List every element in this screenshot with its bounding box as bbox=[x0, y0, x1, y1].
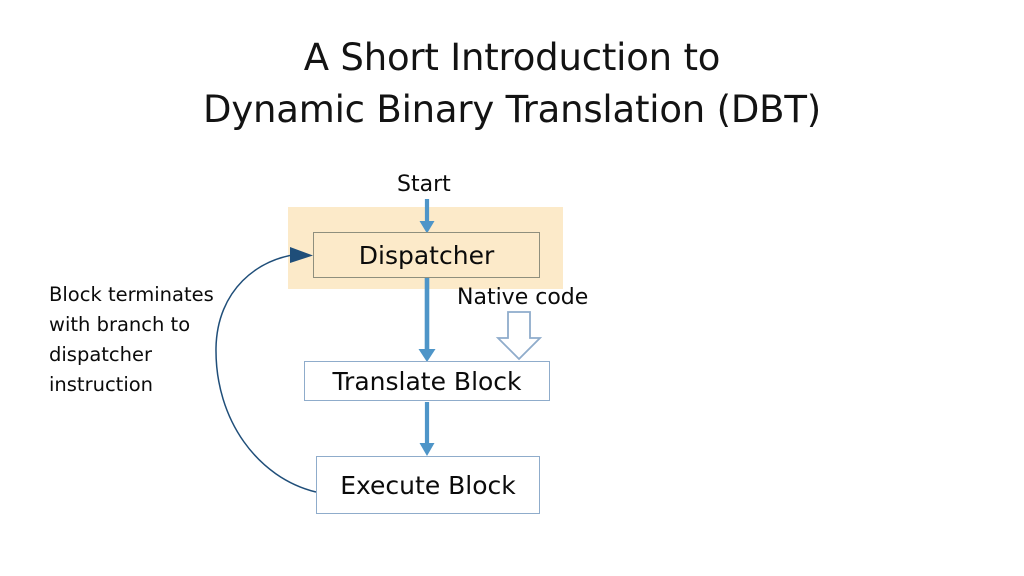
flow-box-translate-block-label: Translate Block bbox=[332, 366, 522, 396]
label-native-code: Native code bbox=[457, 285, 589, 310]
label-block-terminates-line-1: Block terminates bbox=[49, 283, 214, 306]
label-start: Start bbox=[397, 172, 451, 197]
flow-box-dispatcher-label: Dispatcher bbox=[358, 240, 495, 270]
page-title-line-2: Dynamic Binary Translation (DBT) bbox=[203, 88, 821, 131]
arrow-dispatcher-to-translate bbox=[418, 278, 436, 362]
arrow-translate-to-execute bbox=[419, 402, 435, 456]
page-title: A Short Introduction to Dynamic Binary T… bbox=[0, 32, 1024, 136]
flow-box-execute-block-label: Execute Block bbox=[340, 470, 516, 500]
flow-box-translate-block[interactable]: Translate Block bbox=[304, 361, 550, 401]
page-title-line-1: A Short Introduction to bbox=[303, 36, 721, 79]
flow-box-execute-block[interactable]: Execute Block bbox=[316, 456, 540, 514]
label-block-terminates-line-4: instruction bbox=[49, 373, 154, 396]
label-block-terminates: Block terminates with branch to dispatch… bbox=[49, 280, 239, 400]
label-block-terminates-line-2: with branch to bbox=[49, 313, 191, 336]
flow-box-dispatcher[interactable]: Dispatcher bbox=[313, 232, 540, 278]
native-code-block-arrow-icon bbox=[495, 311, 543, 361]
label-block-terminates-line-3: dispatcher bbox=[49, 343, 153, 366]
